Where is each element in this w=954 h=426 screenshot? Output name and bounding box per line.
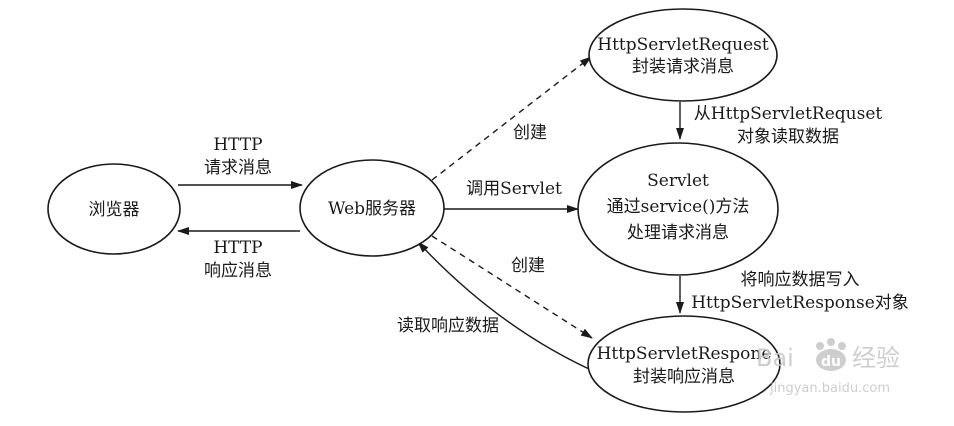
- http-servlet-request-node: [588, 8, 778, 102]
- http-servlet-response-name: HttpServletRespone: [597, 344, 772, 364]
- browser-label: 浏览器: [89, 200, 140, 220]
- http-request-label-protocol: HTTP: [213, 135, 262, 155]
- http-request-label-caption: 请求消息: [204, 158, 272, 178]
- servlet-service-caption: 通过service()方法: [607, 197, 750, 217]
- call-servlet-label: 调用Servlet: [466, 179, 562, 199]
- write-response-label-target: HttpServletResponse对象: [691, 293, 909, 313]
- create-response-label: 创建: [511, 256, 545, 276]
- write-response-label-caption: 将响应数据写入: [741, 270, 860, 290]
- servlet-node: [577, 142, 779, 276]
- create-response-arrow: [431, 235, 593, 339]
- create-request-label: 创建: [513, 123, 547, 143]
- web-server-node: [299, 159, 445, 257]
- http-response-label-protocol: HTTP: [213, 238, 262, 258]
- http-servlet-request-caption: 封装请求消息: [632, 57, 734, 77]
- watermark-suffix-text: 经验: [852, 344, 900, 372]
- watermark-url-text: jingyan.baidu.com: [769, 381, 890, 396]
- create-request-arrow: [431, 56, 592, 181]
- read-request-label-source: 从HttpServletRequset: [694, 104, 883, 124]
- servlet-name: Servlet: [647, 171, 709, 191]
- read-response-label: 读取响应数据: [397, 316, 499, 336]
- http-servlet-response-node: [587, 315, 781, 413]
- http-servlet-response-caption: 封装响应消息: [633, 367, 735, 387]
- browser-node: [47, 163, 181, 255]
- web-server-label: Web服务器: [328, 199, 416, 219]
- baidu-jingyan-watermark: Bai du 经验 jingyan.baidu.com: [756, 338, 900, 396]
- watermark-brand-text: Bai: [756, 344, 794, 372]
- watermark-logo-text: du: [821, 354, 841, 370]
- http-response-label-caption: 响应消息: [204, 261, 272, 281]
- servlet-process-caption: 处理请求消息: [627, 223, 729, 243]
- http-servlet-request-name: HttpServletRequest: [597, 35, 769, 55]
- read-request-label-caption: 对象读取数据: [737, 127, 839, 147]
- read-response-arrow: [417, 241, 601, 375]
- paw-logo-icon: du: [816, 338, 846, 371]
